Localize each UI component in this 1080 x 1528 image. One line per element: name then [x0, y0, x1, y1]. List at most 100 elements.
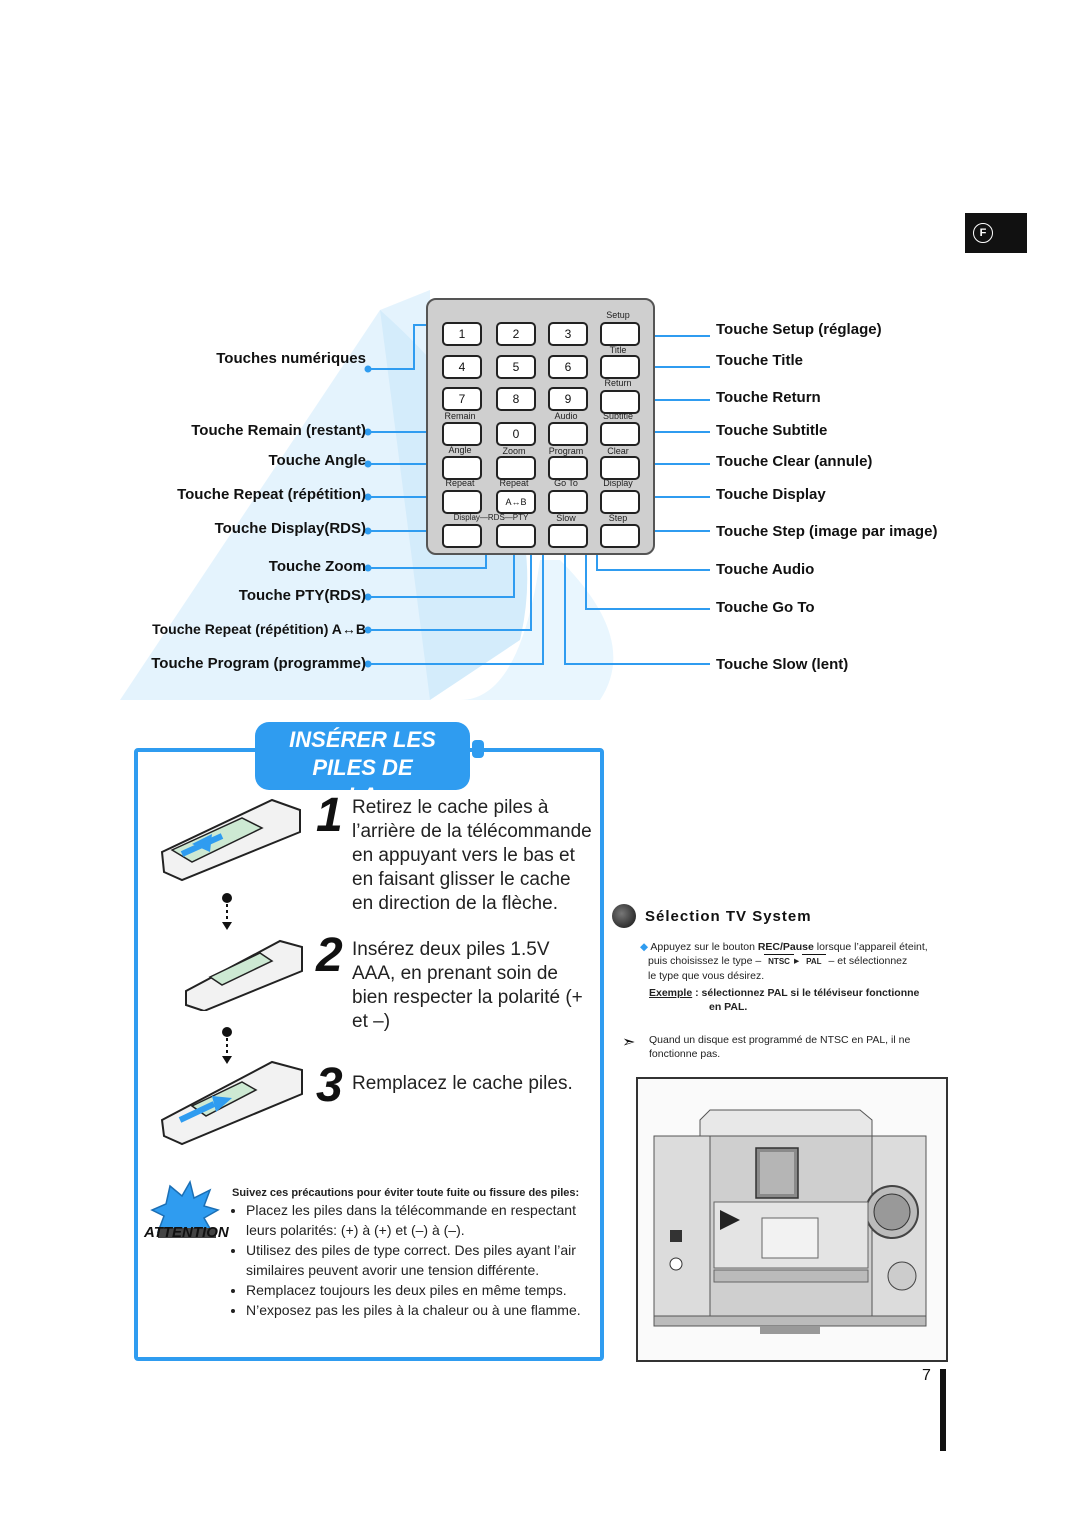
ntsc-label: NTSC	[764, 954, 794, 969]
repeat-label: Repeat	[445, 478, 475, 488]
example-text-2: en PAL.	[709, 1001, 748, 1013]
rec-pause-button-name: REC/Pause	[757, 941, 814, 953]
attention-item: Placez les piles dans la télécommande en…	[246, 1200, 596, 1240]
step-2-number: 2	[316, 929, 343, 982]
arrow-note-icon: ➣	[622, 1034, 636, 1051]
key-setup	[600, 322, 640, 346]
label-angle: Touche Angle	[268, 452, 367, 469]
key-9: 9	[548, 387, 588, 411]
return-label: Return	[604, 378, 632, 388]
language-letter: F	[973, 223, 993, 243]
key-1: 1	[442, 322, 482, 346]
step-label: Step	[608, 513, 628, 523]
step-3-number: 3	[316, 1059, 343, 1112]
tv-system-text-a: Appuyez sur le bouton	[650, 941, 755, 953]
clear-label: Clear	[607, 446, 629, 456]
key-repeat-ab: A↔B	[496, 490, 536, 514]
label-subtitle: Touche Subtitle	[716, 422, 828, 439]
tv-system-text-c: lorsque l’appareil éteint,	[816, 941, 928, 953]
label-repeat: Touche Repeat (répétition)	[177, 486, 366, 503]
example-text: : sélectionnez PAL si le téléviseur fonc…	[695, 987, 920, 999]
title-label: Title	[609, 345, 627, 355]
banner-tab	[472, 740, 484, 758]
attention-list: Placez les piles dans la télécommande en…	[232, 1200, 596, 1320]
key-slow	[548, 524, 588, 548]
step-2-text: Insérez deux piles 1.5V AAA, en prenant …	[352, 939, 583, 1032]
key-pty	[496, 524, 536, 548]
key-step	[600, 524, 640, 548]
display-rds-pty-label: Display—RDS—PTY	[453, 513, 529, 522]
label-pty: Touche PTY(RDS)	[238, 587, 366, 604]
key-zoom	[496, 456, 536, 480]
remote-back-illustration-2	[185, 939, 303, 1011]
key-6: 6	[548, 355, 588, 379]
label-goto: Touche Go To	[716, 599, 815, 616]
step-1-text: Retirez le cache piles à l’arrière de la…	[352, 797, 592, 914]
key-remain	[442, 422, 482, 446]
key-title	[600, 355, 640, 379]
tv-system-note: Quand un disque est programmé de NTSC en…	[649, 1034, 911, 1060]
slow-label: Slow	[556, 513, 576, 523]
angle-label: Angle	[448, 445, 472, 455]
attention-icon	[150, 1180, 220, 1238]
remote-control-illustration: 1 2 3 Setup 4 5 6 Title 7 8 9 Return Rem…	[426, 298, 655, 555]
step-1-number: 1	[316, 789, 343, 842]
subtitle-label: Subtitle	[602, 411, 634, 421]
label-title: Touche Title	[716, 352, 803, 369]
key-4: 4	[442, 355, 482, 379]
tv-system-text-d: puis choisissez le type –	[648, 955, 762, 967]
key-angle	[442, 456, 482, 480]
page-number-bar	[940, 1369, 946, 1451]
label-clear: Touche Clear (annule)	[716, 453, 873, 470]
display-label: Display	[603, 478, 633, 488]
page-number: 7	[922, 1367, 931, 1384]
label-repeat-ab: Touche Repeat (répétition) A↔B	[152, 621, 366, 637]
step-3-text: Remplacez le cache piles.	[352, 1073, 573, 1094]
label-audio: Touche Audio	[716, 561, 815, 578]
key-8: 8	[496, 387, 536, 411]
down-arrow-2	[220, 1026, 234, 1066]
label-setup: Touche Setup (réglage)	[716, 321, 882, 338]
pal-label: PAL	[802, 954, 826, 969]
setup-label: Setup	[606, 310, 630, 320]
diamond-icon: ◆	[640, 941, 649, 953]
tv-system-example: Exemple : sélectionnez PAL si le télévis…	[649, 986, 959, 1014]
section-bullet-icon	[612, 904, 636, 928]
tv-system-text-f: le type que vous désirez.	[648, 970, 765, 982]
remain-label: Remain	[444, 411, 476, 421]
example-label: Exemple	[649, 987, 693, 999]
label-display: Touche Display	[716, 486, 826, 503]
key-program	[548, 456, 588, 480]
label-step: Touche Step (image par image)	[716, 523, 938, 540]
label-slow: Touche Slow (lent)	[716, 656, 849, 673]
key-clear	[600, 456, 640, 480]
tv-system-heading: Sélection TV System	[645, 908, 812, 925]
label-remain: Touche Remain (restant)	[191, 422, 366, 439]
label-display-rds: Touche Display(RDS)	[214, 520, 366, 537]
key-return	[600, 390, 640, 414]
key-5: 5	[496, 355, 536, 379]
attention-item: N’exposez pas les piles à la chaleur ou …	[246, 1300, 596, 1320]
repeat-ab-label: Repeat	[499, 478, 529, 488]
language-tab: F	[965, 213, 1027, 253]
key-display	[600, 490, 640, 514]
dvd-receiver-illustration	[653, 1109, 927, 1334]
program-label: Program	[548, 446, 584, 456]
key-subtitle	[600, 422, 640, 446]
attention-heading: Suivez ces précautions pour éviter toute…	[232, 1187, 580, 1199]
key-0: 0	[496, 422, 536, 446]
remote-back-illustration-1	[160, 798, 301, 882]
label-return: Touche Return	[716, 389, 821, 406]
key-goto	[548, 490, 588, 514]
tv-system-text-e: – et sélectionnez	[828, 955, 908, 967]
label-program: Touche Program (programme)	[151, 655, 366, 672]
attention-item: Remplacez toujours les deux piles en mêm…	[246, 1280, 596, 1300]
key-display-rds	[442, 524, 482, 548]
key-repeat	[442, 490, 482, 514]
section-title-line1: INSÉRER LES PILES DE	[289, 727, 436, 780]
zoom-label: Zoom	[502, 446, 526, 456]
remote-back-illustration-3	[160, 1060, 303, 1146]
tv-system-instructions: ◆ Appuyez sur le bouton REC/Pause lorsqu…	[640, 940, 960, 983]
key-7: 7	[442, 387, 482, 411]
arrow-icon: ▸	[793, 955, 800, 967]
